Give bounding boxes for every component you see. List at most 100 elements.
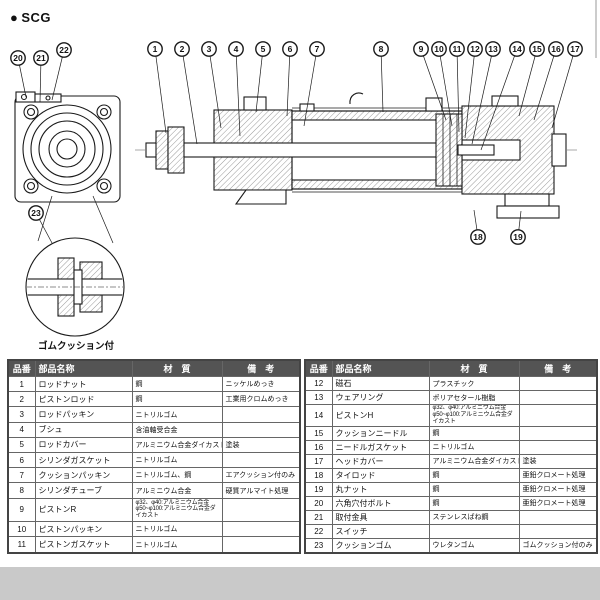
cell-note xyxy=(221,452,301,469)
callout-balloon-9 xyxy=(413,41,429,57)
callout-number: 19 xyxy=(513,232,523,242)
detail-section xyxy=(27,257,123,317)
cell-name: 丸ナット xyxy=(331,481,430,497)
cell-name: ヘッドカバー xyxy=(331,453,430,469)
cell-no: 22 xyxy=(304,523,333,539)
cell-material: プラスチック xyxy=(428,376,520,391)
callout-number: 21 xyxy=(36,53,46,63)
cell-note xyxy=(221,497,301,523)
head-side-port xyxy=(491,95,519,107)
cell-note: 硬質アルマイト処理 xyxy=(221,482,301,499)
cell-no: 7 xyxy=(7,467,36,484)
cell-name: クッションゴム xyxy=(331,537,430,554)
callout-number: 23 xyxy=(31,208,41,218)
cell-name: ロッドカバー xyxy=(34,436,133,454)
callout-number: 7 xyxy=(315,44,320,54)
callout-balloon-19 xyxy=(510,229,526,245)
callout-leader-line xyxy=(518,48,538,117)
callout-balloon-17 xyxy=(567,41,583,57)
cell-name: シリンダガスケット xyxy=(34,452,133,469)
cell-material: ニトリルゴム xyxy=(131,452,223,469)
callout-leader-line xyxy=(533,48,557,121)
callout-leader-line xyxy=(235,48,241,137)
cell-material: 含油軸受合金 xyxy=(131,421,223,438)
callout-number: 11 xyxy=(453,44,462,54)
callout-balloon-23 xyxy=(28,205,44,221)
callout-number: 6 xyxy=(288,44,293,54)
callout-number: 2 xyxy=(180,44,185,54)
cell-no: 1 xyxy=(7,375,36,393)
cell-note xyxy=(518,509,598,525)
cell-note xyxy=(518,376,598,391)
header-row: 品番 部品名称 材 質 備 考 xyxy=(7,359,301,377)
cushion-spear xyxy=(457,144,495,156)
cell-name: ブシュ xyxy=(34,421,133,438)
cell-name: スイッチ xyxy=(331,523,430,539)
cell-no: 18 xyxy=(304,467,333,483)
callout-leader-line xyxy=(208,48,222,129)
cell-name: 磁石 xyxy=(331,376,430,391)
page-bottom-strip xyxy=(0,567,600,600)
callout-number: 16 xyxy=(551,44,561,54)
callout-balloon-22 xyxy=(56,42,72,58)
col-header-no: 品番 xyxy=(7,359,36,377)
callout-leader-line xyxy=(286,48,291,117)
callout-leader-line xyxy=(420,48,447,121)
rod-side-port xyxy=(243,96,267,111)
callout-balloon-7 xyxy=(309,41,325,57)
side-view xyxy=(145,92,567,219)
cell-note xyxy=(518,439,598,455)
callout-number: 9 xyxy=(419,44,424,54)
callout-balloon-20 xyxy=(10,50,26,66)
cell-note: ゴムクッション付のみ xyxy=(518,537,598,554)
front-view xyxy=(14,91,121,203)
cell-no: 19 xyxy=(304,481,333,497)
zoom-indicator-line xyxy=(92,195,114,244)
callout-number: 4 xyxy=(234,44,239,54)
callout-number: 18 xyxy=(473,232,483,242)
section-bullet: ● xyxy=(10,10,19,25)
col-header-name: 部品名称 xyxy=(34,359,133,377)
callout-number: 3 xyxy=(207,44,212,54)
cell-material: 鋼 xyxy=(131,375,223,393)
cell-material: ニトリルゴム xyxy=(131,521,223,538)
cell-no: 15 xyxy=(304,425,333,441)
callout-balloon-1 xyxy=(147,41,163,57)
callout-number: 8 xyxy=(379,44,384,54)
cell-no: 10 xyxy=(7,521,36,538)
callout-leader-line xyxy=(51,49,65,101)
cell-note xyxy=(518,523,598,539)
callout-balloon-8 xyxy=(373,41,389,57)
cell-no: 21 xyxy=(304,509,333,525)
cell-material: ニトリルゴム xyxy=(131,406,223,423)
cell-no: 5 xyxy=(7,436,36,454)
cell-note xyxy=(221,536,301,554)
callout-balloon-16 xyxy=(548,41,564,57)
bolt-hole xyxy=(23,104,39,120)
cell-material: アルミニウム合金ダイカスト xyxy=(131,436,223,454)
callout-balloon-15 xyxy=(529,41,545,57)
cell-no: 2 xyxy=(7,391,36,408)
col-header-name: 部品名称 xyxy=(331,359,430,377)
cell-no: 14 xyxy=(304,404,333,427)
callout-leader-line xyxy=(456,48,460,133)
callout-leader-line xyxy=(154,48,167,134)
cell-name: ロッドパッキン xyxy=(34,406,133,423)
cell-note xyxy=(221,521,301,538)
cell-note xyxy=(221,406,301,423)
cell-name: シリンダチューブ xyxy=(34,482,133,499)
col-header-note: 備 考 xyxy=(518,359,598,377)
cell-note: ニッケルめっき xyxy=(221,375,301,393)
rod-cover-foot xyxy=(234,189,287,205)
cell-note: エアクッション付のみ xyxy=(221,467,301,484)
cell-material: ウレタンゴム xyxy=(428,537,520,554)
callout-balloon-18 xyxy=(470,229,486,245)
